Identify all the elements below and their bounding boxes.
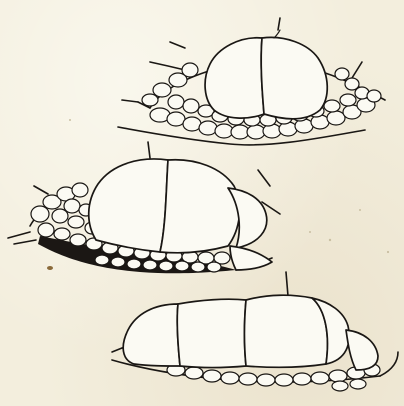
bottom-structure xyxy=(112,272,398,391)
speck-mark xyxy=(47,266,53,270)
bottom-large-cells xyxy=(123,295,378,370)
top-structure xyxy=(118,18,385,145)
middle-structure xyxy=(8,142,280,273)
top-large-cells xyxy=(205,30,327,119)
